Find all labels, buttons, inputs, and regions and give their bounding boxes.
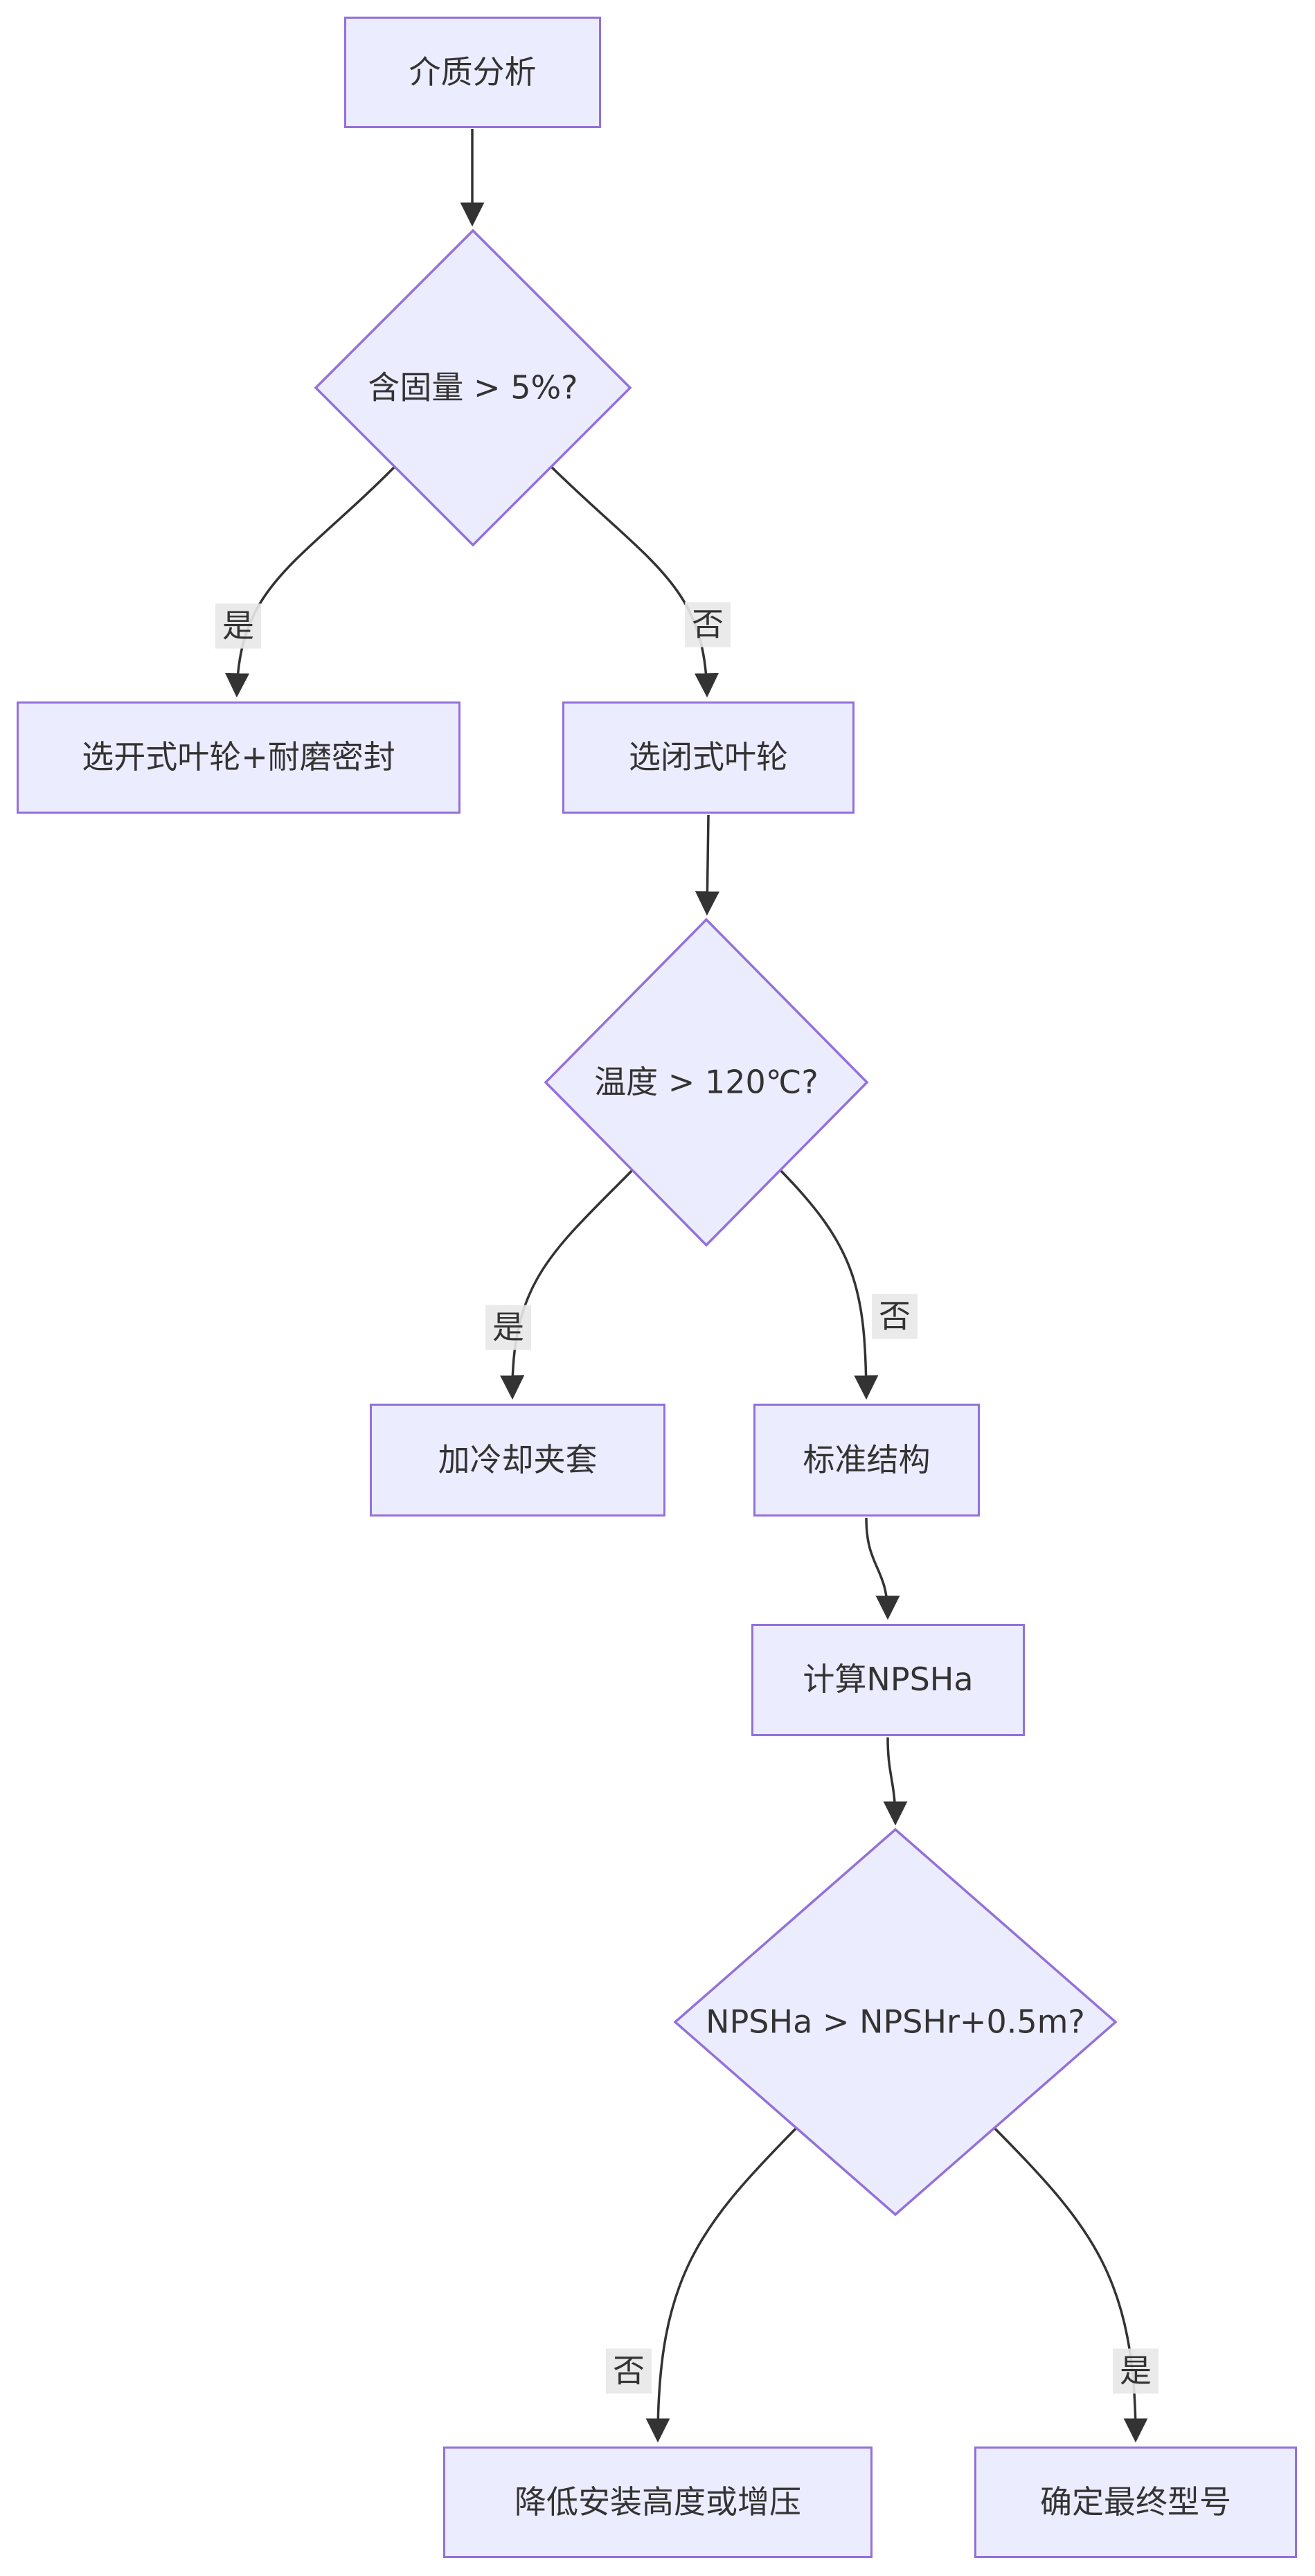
edge-label-yes-solids: 是 <box>215 603 261 649</box>
node-standard-structure: 标准结构 <box>753 1404 980 1517</box>
decision-npsha-margin-label: NPSHa > NPSHr+0.5m? <box>706 2003 1085 2041</box>
edge-label-yes-npsha: 是 <box>1113 2348 1159 2394</box>
node-lower-height-or-boost: 降低安装高度或增压 <box>443 2447 873 2558</box>
edge-label-no-temp: 否 <box>872 1294 918 1339</box>
edge-label-no-solids: 否 <box>685 602 731 647</box>
edge-label-no-npsha: 否 <box>606 2348 652 2394</box>
edge-closed-to-temp <box>695 814 719 916</box>
edge-temp-no <box>779 1169 879 1400</box>
decision-temperature-shape <box>544 918 869 1247</box>
node-final-model: 确定最终型号 <box>974 2447 1297 2558</box>
decision-temperature-label: 温度 > 120℃? <box>594 1063 818 1101</box>
edge-solids-yes <box>225 465 396 698</box>
edge-npsha-no <box>645 2127 798 2443</box>
decision-solids-content-label: 含固量 > 5%? <box>368 368 578 406</box>
node-cooling-jacket: 加冷却夹套 <box>370 1404 665 1517</box>
node-open-impeller-wear-seal: 选开式叶轮+耐磨密封 <box>17 701 460 814</box>
edge-temp-yes <box>500 1169 634 1400</box>
edge-solids-no <box>550 465 719 698</box>
node-media-analysis: 介质分析 <box>344 17 601 128</box>
decision-npsha-margin-shape <box>673 1827 1118 2217</box>
edge-npsha-to-decision <box>883 1737 908 1826</box>
edge-label-yes-temp: 是 <box>485 1305 531 1350</box>
edge-standard-to-npsha <box>865 1517 900 1620</box>
decision-solids-content-shape <box>314 229 632 547</box>
node-calc-npsha: 计算NPSHa <box>751 1624 1025 1736</box>
node-closed-impeller: 选闭式叶轮 <box>562 701 855 814</box>
